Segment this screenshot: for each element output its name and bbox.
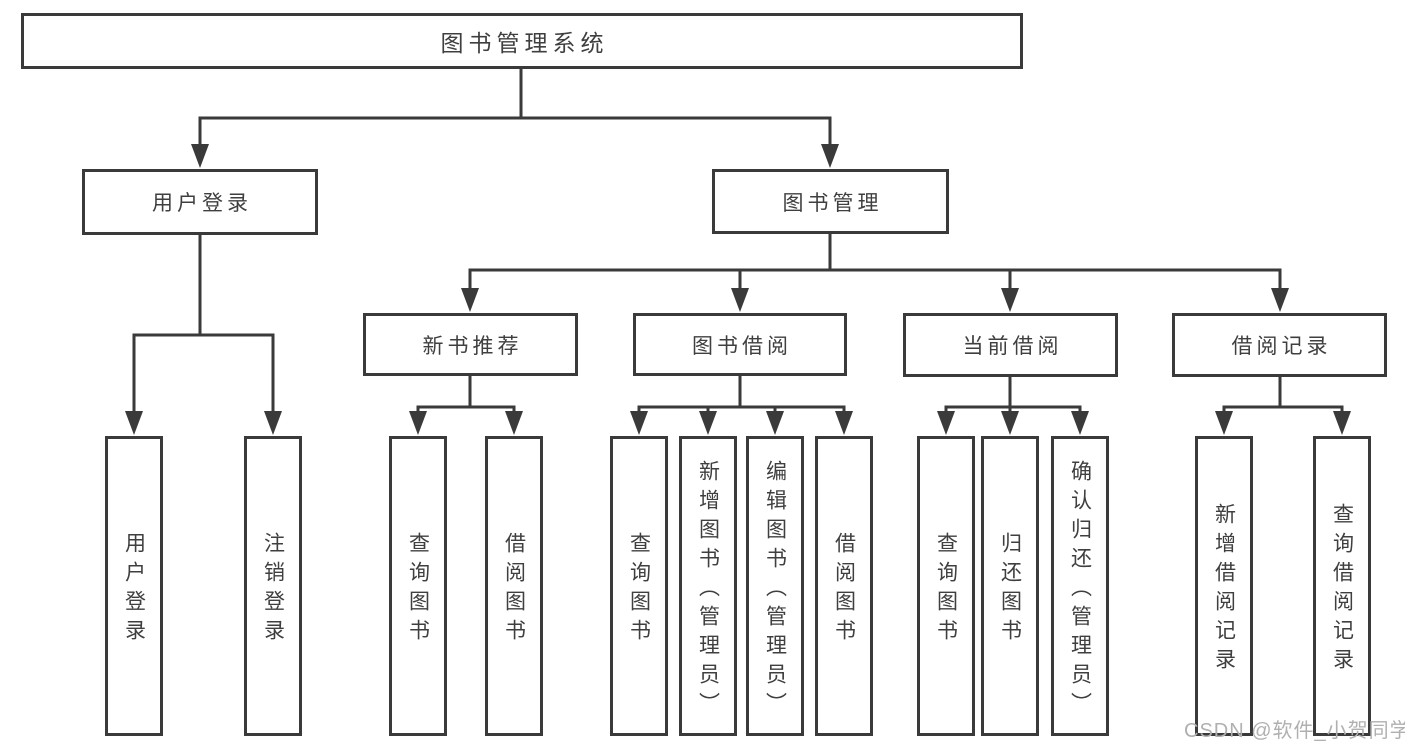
leaf-recommend-borrow-book: 借阅图书 bbox=[485, 436, 543, 736]
node-current-borrow: 当前借阅 bbox=[903, 313, 1118, 377]
leaf-records-add-record: 新增借阅记录 bbox=[1195, 436, 1253, 736]
node-book-management: 图书管理 bbox=[712, 169, 949, 234]
leaf-records-query-record-label: 查询借阅记录 bbox=[1330, 503, 1354, 677]
leaf-borrow-add-book-admin: 新增图书（管理员） bbox=[679, 436, 737, 736]
leaf-current-query-book-label: 查询图书 bbox=[934, 532, 958, 648]
leaf-current-return-book: 归还图书 bbox=[981, 436, 1039, 736]
leaf-logout-label: 注销登录 bbox=[261, 532, 285, 648]
leaf-borrow-query-book: 查询图书 bbox=[610, 436, 668, 736]
node-new-book-recommend: 新书推荐 bbox=[363, 313, 578, 376]
leaf-borrow-add-book-admin-label: 新增图书（管理员） bbox=[696, 459, 720, 721]
node-borrow-records: 借阅记录 bbox=[1172, 313, 1387, 377]
leaf-recommend-query-book: 查询图书 bbox=[389, 436, 447, 736]
node-user-login: 用户登录 bbox=[82, 169, 318, 235]
node-book-borrow: 图书借阅 bbox=[633, 313, 847, 376]
watermark: CSDN @软件_小贺同学 bbox=[1184, 720, 1405, 742]
leaf-recommend-borrow-book-label: 借阅图书 bbox=[502, 532, 526, 648]
leaf-current-confirm-return-admin: 确认归还（管理员） bbox=[1051, 436, 1109, 736]
leaf-records-add-record-label: 新增借阅记录 bbox=[1212, 503, 1236, 677]
leaf-borrow-edit-book-admin: 编辑图书（管理员） bbox=[746, 436, 804, 736]
leaf-current-query-book: 查询图书 bbox=[917, 436, 975, 736]
leaf-current-return-book-label: 归还图书 bbox=[998, 532, 1022, 648]
leaf-borrow-edit-book-admin-label: 编辑图书（管理员） bbox=[763, 459, 787, 721]
leaf-borrow-borrow-book-label: 借阅图书 bbox=[832, 532, 856, 648]
leaf-current-confirm-return-admin-label: 确认归还（管理员） bbox=[1068, 459, 1092, 721]
leaf-borrow-borrow-book: 借阅图书 bbox=[815, 436, 873, 736]
leaf-user-login: 用户登录 bbox=[105, 436, 163, 736]
leaf-recommend-query-book-label: 查询图书 bbox=[406, 532, 430, 648]
leaf-user-login-label: 用户登录 bbox=[122, 532, 146, 648]
node-library-system: 图书管理系统 bbox=[21, 13, 1023, 69]
leaf-borrow-query-book-label: 查询图书 bbox=[627, 532, 651, 648]
leaf-records-query-record: 查询借阅记录 bbox=[1313, 436, 1371, 736]
leaf-logout: 注销登录 bbox=[244, 436, 302, 736]
